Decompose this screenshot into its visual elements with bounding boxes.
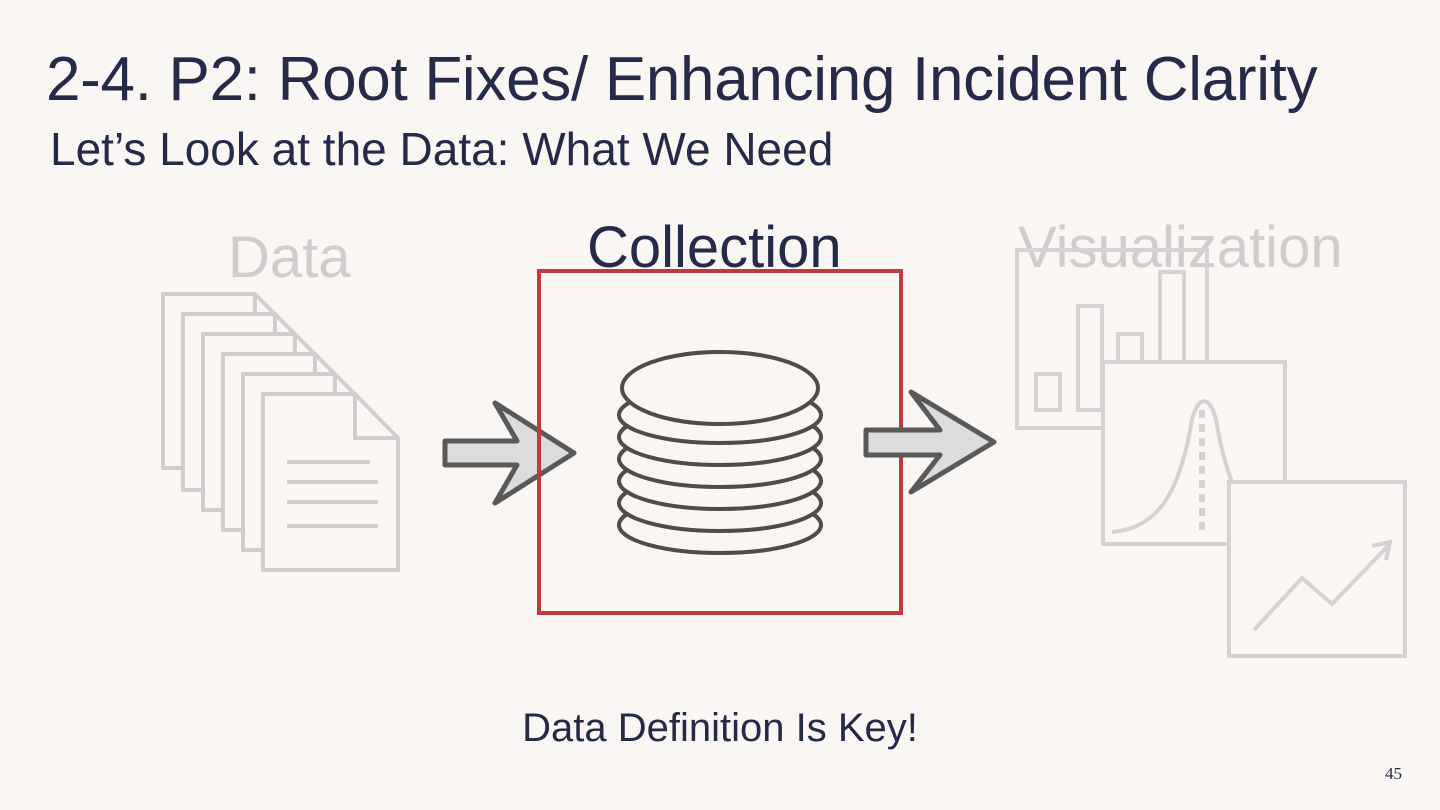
stage-label-visualization: Visualization (1018, 215, 1343, 280)
arrow-right-icon (863, 389, 997, 495)
documents-icon (161, 292, 400, 572)
line-chart-icon (1227, 480, 1407, 658)
page-number: 45 (1385, 764, 1402, 783)
slide-subtitle: Let’s Look at the Data: What We Need (50, 123, 834, 175)
stage-label-data: Data (228, 225, 351, 290)
arrow-right-icon (442, 400, 577, 506)
footer-caption: Data Definition Is Key! (522, 706, 918, 750)
document-6 (261, 392, 400, 572)
charts-icon (1015, 248, 1407, 658)
database-icon (617, 350, 823, 555)
slide-title: 2-4. P2: Root Fixes/ Enhancing Incident … (46, 45, 1318, 114)
